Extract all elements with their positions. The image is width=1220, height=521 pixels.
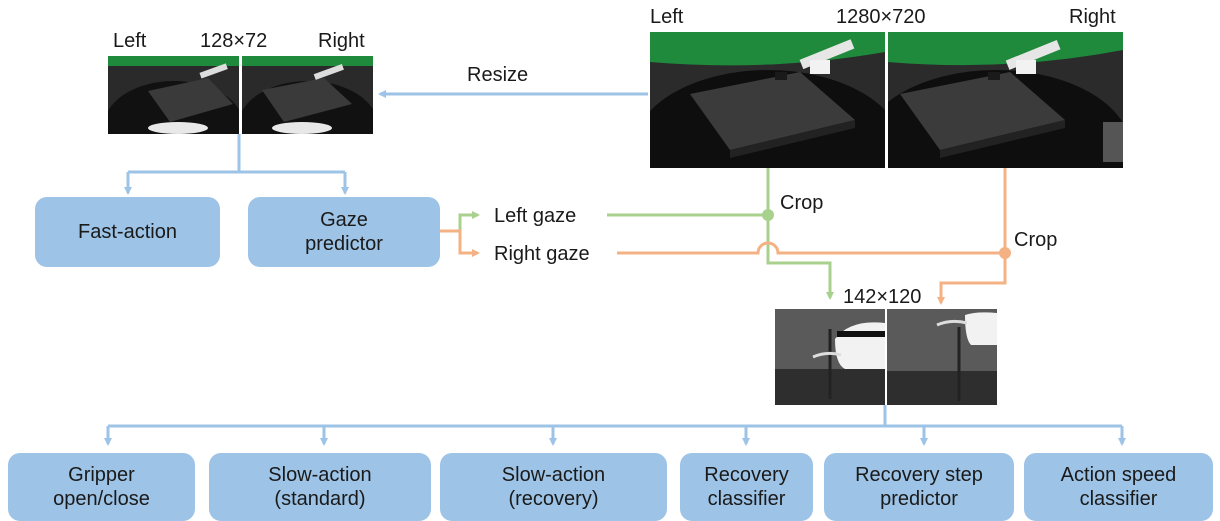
lowres-left-label: Left — [113, 30, 147, 52]
right-gaze-line — [617, 241, 1005, 255]
lowres-right-label: Right — [318, 30, 365, 52]
gaze-fork-orange — [440, 229, 480, 257]
recovery-classifier-label-2: classifier — [707, 488, 786, 510]
fast-action-box: Fast-action — [35, 197, 220, 267]
gaze-fork-green — [440, 211, 480, 233]
resize-label: Resize — [467, 64, 529, 86]
crop-left-image — [775, 309, 885, 405]
gripper-label-2: open/close — [53, 488, 150, 510]
highres-right-label: Right — [1069, 6, 1116, 28]
highres-left-label: Left — [650, 6, 684, 28]
crop-left-label: Crop — [780, 192, 824, 214]
left-crop-line — [766, 168, 834, 300]
action-speed-classifier-box: Action speed classifier — [1024, 453, 1213, 521]
gripper-open-close-box: Gripper open/close — [8, 453, 195, 521]
lowres-to-boxes-line — [126, 134, 347, 190]
slow-action-recovery-box: Slow-action (recovery) — [440, 453, 667, 521]
slow-action-standard-box: Slow-action (standard) — [209, 453, 431, 521]
right-gaze-label: Right gaze — [494, 243, 590, 265]
gripper-label-1: Gripper — [68, 464, 135, 486]
gaze-predictor-line2: predictor — [305, 233, 383, 255]
lowres-size-label: 128×72 — [200, 30, 268, 52]
recovery-step-predictor-label-2: predictor — [880, 488, 958, 510]
crop-to-bottom-line — [108, 405, 1122, 428]
slow-action-standard-label-1: Slow-action — [268, 464, 372, 486]
fast-action-label: Fast-action — [78, 221, 177, 243]
left-crop-node — [762, 209, 774, 221]
recovery-classifier-box: Recovery classifier — [680, 453, 813, 521]
crop-right-label: Crop — [1014, 229, 1058, 251]
action-speed-classifier-label-1: Action speed — [1060, 464, 1177, 486]
crop-size-label: 142×120 — [843, 286, 922, 308]
recovery-step-predictor-box: Recovery step predictor — [824, 453, 1014, 521]
right-crop-line — [937, 168, 1007, 305]
right-crop-node — [999, 247, 1011, 259]
slow-action-standard-label-2: (standard) — [274, 488, 366, 510]
recovery-classifier-label-1: Recovery — [704, 464, 789, 486]
left-gaze-label: Left gaze — [494, 205, 577, 227]
crop-right-image — [887, 309, 997, 405]
slow-action-recovery-label-2: (recovery) — [508, 488, 599, 510]
highres-right-image — [888, 32, 1123, 168]
lowres-right-image — [242, 56, 373, 134]
highres-left-image — [650, 32, 885, 168]
lowres-left-image — [108, 56, 239, 134]
slow-action-recovery-label-1: Slow-action — [501, 464, 606, 486]
action-speed-classifier-label-2: classifier — [1079, 488, 1158, 510]
highres-size-label: 1280×720 — [836, 6, 926, 28]
recovery-step-predictor-label-1: Recovery step — [855, 464, 983, 486]
gaze-predictor-box: Gaze predictor — [248, 197, 440, 267]
gaze-predictor-line1: Gaze — [320, 209, 368, 231]
